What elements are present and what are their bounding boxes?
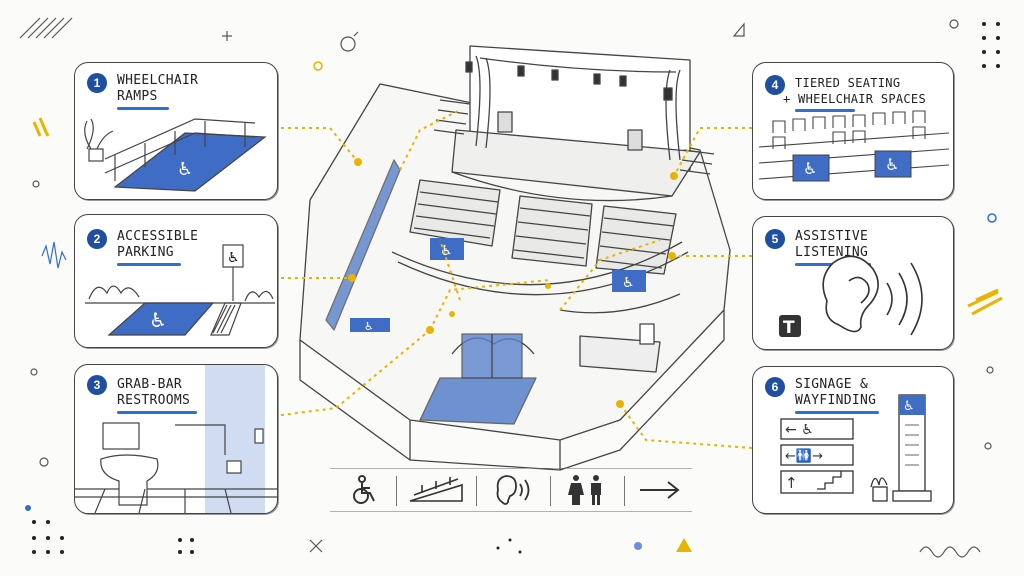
svg-text:♿: ♿ [227, 250, 240, 266]
hearing-icon [482, 468, 542, 512]
card-number-badge: 3 [87, 375, 107, 395]
svg-text:← ♿: ← ♿ [785, 422, 814, 438]
feature-card-grab-bar-restrooms: 3 GRAB-BAR RESTROOMS [74, 364, 278, 514]
card-title-line1: SIGNAGE & [795, 377, 869, 392]
feature-card-assistive-listening: 5 ASSISTIVE LISTENING T [752, 216, 954, 350]
svg-text:♿: ♿ [177, 159, 193, 180]
card-title-line1: ACCESSIBLE [117, 229, 199, 244]
seating-illustration: ♿ ♿ [758, 110, 950, 182]
restroom-illustration [75, 365, 277, 513]
feature-card-tiered-seating: 4 TIERED SEATING + WHEELCHAIR SPACES ♿ ♿ [752, 62, 954, 200]
svg-text:T: T [783, 318, 795, 338]
icon-separator [550, 476, 551, 506]
parking-illustration: ♿ ♿ [85, 244, 275, 336]
card-title-line2: RAMPS [117, 89, 158, 104]
svg-text:↑: ↑ [785, 474, 798, 492]
card-number-badge: 2 [87, 229, 107, 249]
svg-text:♿: ♿ [903, 399, 915, 414]
card-number-badge: 1 [87, 73, 107, 93]
svg-text:♿: ♿ [622, 275, 635, 291]
card-title-line1: WHEELCHAIR [117, 73, 199, 88]
ramp-icon [404, 468, 468, 512]
accessibility-icon-bar [330, 468, 692, 512]
signage-illustration: ← ♿ ←🚻→ ↑ ♿ [780, 394, 932, 502]
title-underline [795, 411, 879, 414]
wheelchair-icon [336, 468, 392, 512]
icon-separator [476, 476, 477, 506]
card-title-line2: WAYFINDING [795, 393, 877, 408]
svg-text:♿: ♿ [440, 243, 453, 259]
svg-text:←🚻→: ←🚻→ [785, 448, 823, 464]
svg-text:♿: ♿ [885, 155, 899, 174]
feature-card-signage-wayfinding: 6 SIGNAGE & WAYFINDING ← ♿ ←🚻→ ↑ ♿ [752, 366, 954, 514]
card-title-line1: ASSISTIVE [795, 229, 869, 244]
icon-separator [396, 476, 397, 506]
card-title-line1: GRAB-BAR [117, 377, 183, 392]
card-title-line2: RESTROOMS [117, 393, 191, 408]
ramp-illustration: ♿ [84, 118, 267, 192]
title-underline [117, 411, 197, 414]
svg-text:♿: ♿ [364, 320, 374, 333]
feature-card-wheelchair-ramps: 1 WHEELCHAIR RAMPS ♿ [74, 62, 278, 200]
ear-illustration: T [779, 255, 923, 338]
card-title-line2: PARKING [117, 245, 174, 260]
card-number-badge: 6 [765, 377, 785, 397]
card-number-badge: 4 [765, 75, 785, 95]
title-underline [117, 263, 181, 266]
icon-separator [624, 476, 625, 506]
card-title-line1: TIERED SEATING [795, 76, 901, 90]
svg-text:♿: ♿ [149, 308, 167, 332]
title-underline [795, 109, 855, 112]
card-number-badge: 5 [765, 229, 785, 249]
svg-text:♿: ♿ [803, 159, 817, 178]
title-underline [117, 107, 169, 110]
restroom-icon [556, 468, 616, 512]
feature-card-accessible-parking: 2 ACCESSIBLE PARKING ♿ ♿ [74, 214, 278, 348]
card-title-line2: + WHEELCHAIR SPACES [783, 92, 926, 106]
arrow-right-icon [630, 468, 690, 512]
